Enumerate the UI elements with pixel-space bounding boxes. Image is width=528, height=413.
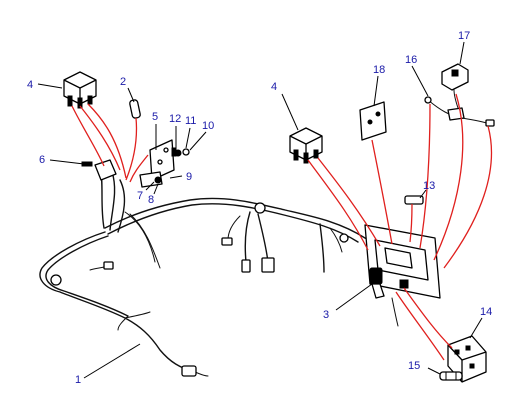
connector-plug-6 <box>81 159 117 181</box>
fuse-15 <box>439 371 463 381</box>
callout-17: 17 <box>458 30 470 42</box>
callout-11: 11 <box>185 115 196 127</box>
callout-numbers: 1 2 3 4 4 5 6 7 8 9 10 11 12 13 14 15 16… <box>27 30 492 386</box>
callout-10: 10 <box>202 120 214 132</box>
callout-2: 2 <box>120 76 126 88</box>
plate-18 <box>359 101 387 141</box>
relay-left <box>63 71 97 109</box>
callout-1: 1 <box>75 374 81 386</box>
callout-6: 6 <box>39 154 45 166</box>
fuse-2 <box>129 99 141 119</box>
clip-13 <box>404 195 424 205</box>
callout-13: 13 <box>423 180 435 192</box>
assembly-lines <box>71 93 493 361</box>
callout-4-right: 4 <box>271 81 277 93</box>
callout-3: 3 <box>323 309 329 321</box>
callout-15: 15 <box>408 360 420 372</box>
main-harness <box>39 164 411 377</box>
callout-4-left: 4 <box>27 79 33 91</box>
callout-12: 12 <box>169 113 181 125</box>
sensor-lead-16 <box>424 96 495 127</box>
callout-9: 9 <box>186 171 192 183</box>
relay-right <box>289 127 323 164</box>
callout-18: 18 <box>373 64 385 76</box>
callout-5: 5 <box>152 111 158 123</box>
fuse-box-14 <box>447 335 487 383</box>
callout-7: 7 <box>137 190 143 202</box>
bracket-5 <box>139 139 190 188</box>
callout-16: 16 <box>405 54 417 66</box>
switch-17 <box>441 63 469 109</box>
leader-lines <box>37 41 483 379</box>
callout-8: 8 <box>148 194 154 206</box>
callout-14: 14 <box>480 306 492 318</box>
